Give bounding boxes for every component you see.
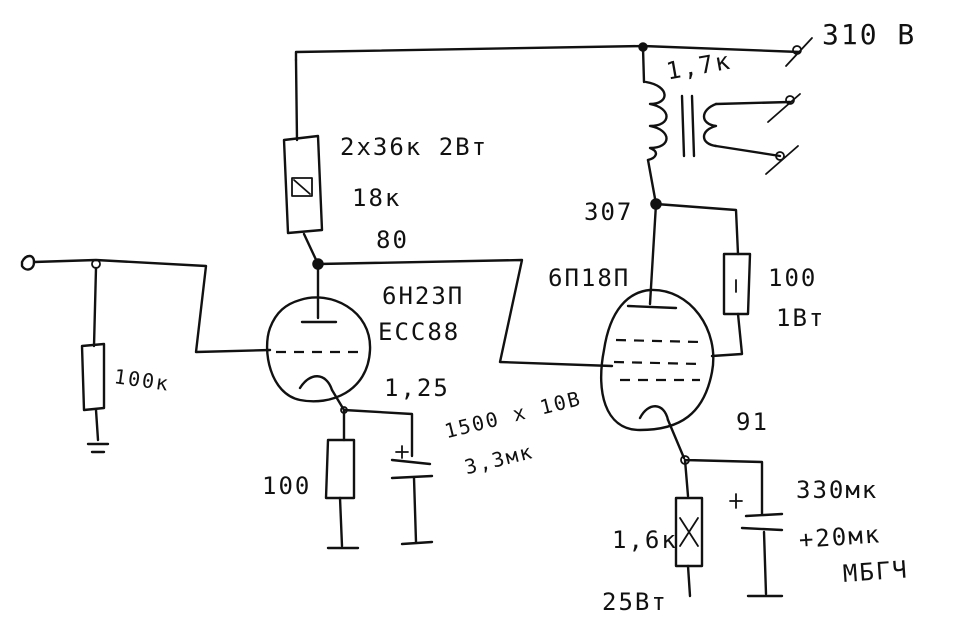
c-cathode-v2-lead [762,530,768,596]
ground-v1-cathode-cap [400,540,434,546]
c-cathode-v2-plates [740,512,784,532]
label-r-cathode-v1: 100 [262,472,312,500]
input-terminal [20,254,36,271]
r-screen-body [722,252,752,316]
label-v2-anode-voltage: 307 [584,198,634,226]
label-r-screen: 100 [768,264,818,292]
r-cathode-v2-lead [686,564,692,598]
v1-anode-to-v2-grid-wire [316,258,614,368]
transformer-primary-lead [641,46,646,84]
label-r-anode-v1: 2x36к 2Вт [340,133,489,161]
v2-tube-screen-grid [615,338,701,344]
label-r-cathode-v2-power: 25Вт [602,588,668,616]
v2-anode-lead [648,202,658,306]
label-v1-tube: 6Н23П [382,282,465,310]
transformer-primary-coil [644,80,668,162]
r-screen-to-screen-grid-wire [710,312,744,358]
v1-anode-supply-wire [294,58,299,142]
label-c-cathode-v2: 330мк [796,476,879,504]
v2-cathode-lead [666,418,686,460]
output-terminal-1 [767,93,801,123]
label-v2-tube: 6П18П [548,264,631,292]
r-cathode-v1-body [324,438,356,500]
label-c-cathode-v2-type: МБГЧ [842,555,910,588]
v2-tube-envelope [600,288,715,432]
supply-rail-wire [294,44,802,62]
r-grid-lead-top [92,266,98,348]
v2-cathode-wire [683,458,764,516]
c-cathode-v1-plates [390,458,434,480]
transformer-to-v2-anode-wire [646,158,658,206]
label-supply-voltage: 310 В [822,18,917,51]
screen-resistor-wire [654,202,740,256]
r-grid-body [80,342,106,412]
v2-tube-anode-plate [626,304,678,310]
r-grid-lead-bottom [94,408,100,442]
v1-tube-cathode [298,375,334,392]
label-v1-cathode-voltage: 1,25 [384,374,450,402]
output-terminal-2 [765,145,799,175]
c-cathode-v2-plus [729,493,743,509]
v2-tube-control-grid [613,360,701,366]
c-cathode-v1-lead [412,476,418,544]
label-v1-tube-alt: ECC88 [378,318,461,346]
r-cathode-v2-mark [679,517,699,547]
transformer-core [680,94,696,158]
c-cathode-v1-plus [395,445,409,459]
label-v2-cathode-voltage: 91 [736,408,769,436]
r-cathode-v1-lead [338,496,344,548]
v1-tube-envelope [265,296,372,403]
v1-cathode-wire [342,408,414,458]
supply-terminal [785,37,813,67]
v2-tube-cathode [638,405,670,422]
label-r-cathode-v2: 1,6к [612,526,678,554]
label-c-cathode-v2-alt: +20мк [798,520,883,554]
ground-grid [86,442,110,454]
r-anode-v1-trimmer [291,177,313,197]
label-v1-anode-voltage: 80 [376,226,409,254]
transformer-secondary-wires [714,100,792,158]
label-r-screen-power: 1Вт [776,304,826,332]
r-cathode-v2-body [674,496,704,568]
r-anode-v1-body [282,134,324,235]
label-r-anode-v1-alt: 18к [352,184,402,212]
input-wire [32,258,272,354]
transformer-secondary-coil [702,102,718,148]
